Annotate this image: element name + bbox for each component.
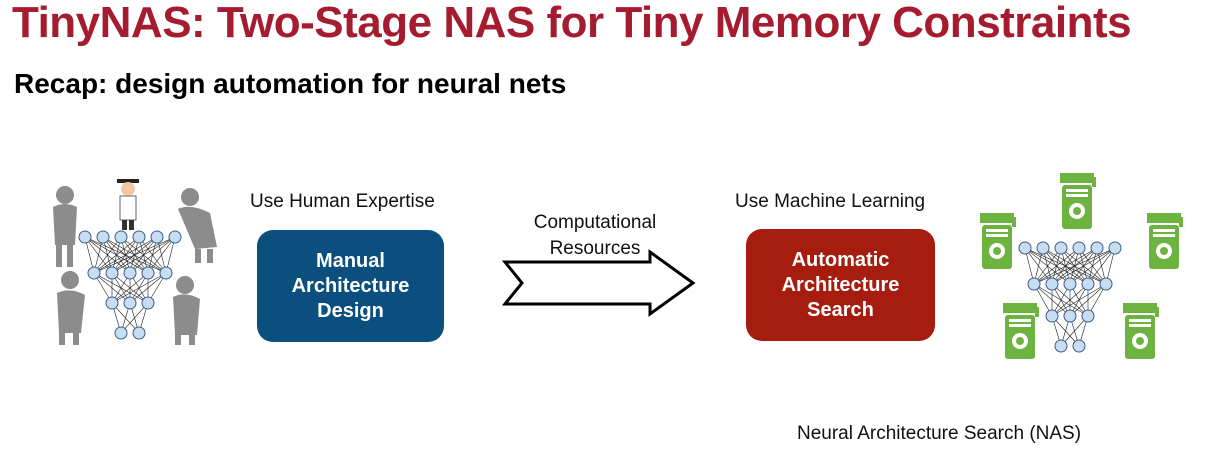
network-node <box>1027 277 1041 291</box>
researcher-icon <box>178 188 217 263</box>
researcher-icon <box>53 186 77 267</box>
network-node <box>1099 277 1113 291</box>
network-node <box>123 296 137 310</box>
network-node <box>141 266 155 280</box>
auto-box-line: Architecture <box>781 273 900 296</box>
network-node <box>114 230 128 244</box>
auto-box-line: Automatic <box>791 248 890 271</box>
manual-box-line: Manual <box>316 249 385 272</box>
network-node <box>1072 241 1086 255</box>
slide-subtitle: Recap: design automation for neural nets <box>14 68 567 99</box>
network-node <box>1036 241 1050 255</box>
researcher-icon <box>57 271 85 345</box>
network-node <box>168 230 182 244</box>
network-node <box>1081 277 1095 291</box>
network-node <box>123 266 137 280</box>
neural-net-left <box>78 230 182 340</box>
network-node <box>132 230 146 244</box>
network-node <box>87 266 101 280</box>
auto-box-line: Search <box>807 298 874 321</box>
nas-caption: Neural Architecture Search (NAS) <box>797 423 1082 444</box>
manual-box-line: Architecture <box>291 274 410 297</box>
network-node <box>1045 309 1059 323</box>
network-node <box>1090 241 1104 255</box>
computational-resources-label: Computational Resources <box>505 210 685 262</box>
network-node <box>105 296 119 310</box>
network-node <box>1063 277 1077 291</box>
network-node <box>1054 241 1068 255</box>
network-node <box>1108 241 1122 255</box>
gpu-icon <box>1123 303 1159 359</box>
gpu-icon <box>1147 213 1183 269</box>
gpu-icon <box>1060 173 1096 229</box>
gpu-neural-net-illustration <box>980 173 1183 359</box>
graduate-icon <box>117 179 139 230</box>
arrow-label-line: Resources <box>549 238 641 259</box>
automatic-architecture-search-box: Automatic Architecture Search <box>746 229 935 341</box>
arrow-label-line: Computational <box>533 212 657 233</box>
human-expertise-caption: Use Human Expertise <box>250 191 435 212</box>
network-node <box>1018 241 1032 255</box>
block-arrow-icon <box>501 249 696 317</box>
network-node <box>105 266 119 280</box>
slide-title: TinyNAS: Two-Stage NAS for Tiny Memory C… <box>12 0 1132 47</box>
network-node <box>1063 309 1077 323</box>
network-node <box>114 326 128 340</box>
human-experts-illustration <box>53 179 217 345</box>
network-node <box>1045 277 1059 291</box>
gpu-icon <box>1003 303 1039 359</box>
network-node <box>141 296 155 310</box>
network-node <box>150 230 164 244</box>
gpu-icon <box>980 213 1016 269</box>
network-node <box>1072 339 1086 353</box>
researcher-icon <box>173 276 200 345</box>
network-node <box>1054 339 1068 353</box>
manual-box-line: Design <box>317 299 384 322</box>
network-node <box>1081 309 1095 323</box>
machine-learning-caption: Use Machine Learning <box>735 191 926 212</box>
manual-architecture-design-box: Manual Architecture Design <box>257 230 444 342</box>
network-node <box>159 266 173 280</box>
network-node <box>78 230 92 244</box>
network-node <box>96 230 110 244</box>
network-node <box>132 326 146 340</box>
neural-net-right <box>1018 241 1122 353</box>
